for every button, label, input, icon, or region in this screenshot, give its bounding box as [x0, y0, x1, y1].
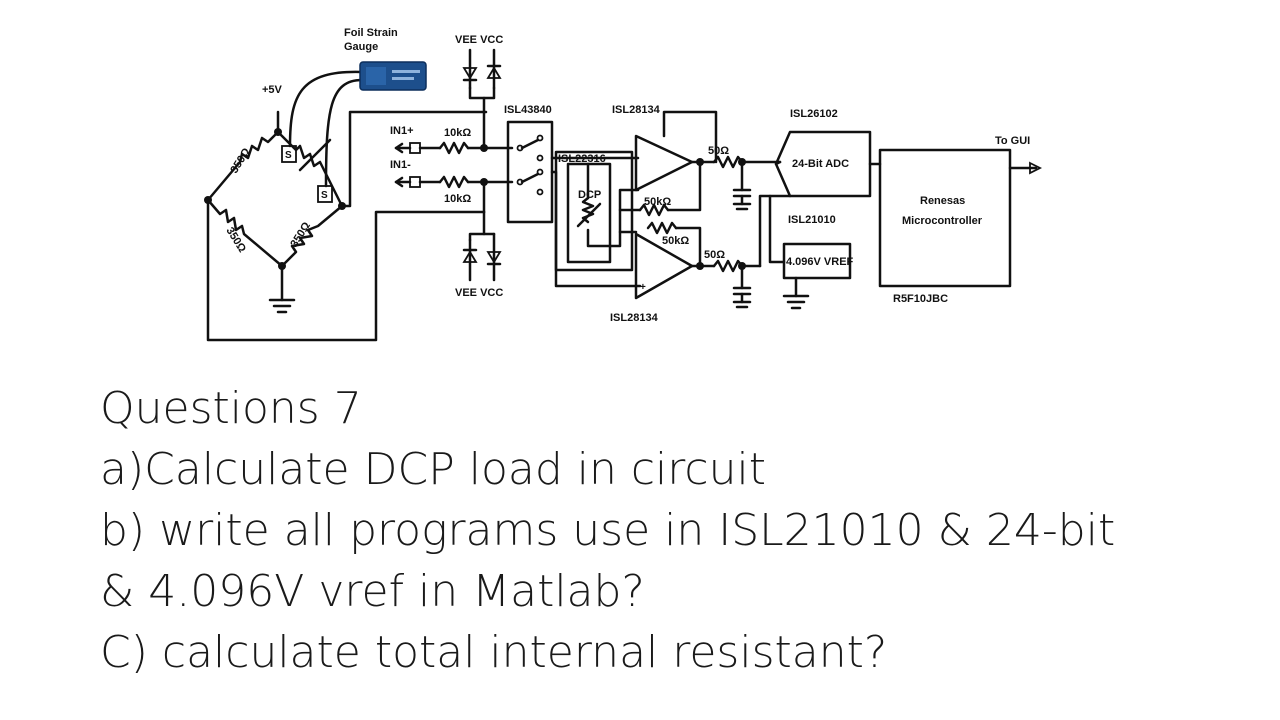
- label-isl43840: ISL43840: [504, 104, 552, 116]
- label-adc: 24-Bit ADC: [792, 158, 849, 170]
- question-b-line1: b) write all programs use in ISL21010 & …: [100, 505, 1116, 556]
- label-s1: S: [285, 150, 292, 161]
- label-50-bottom: 50Ω: [704, 249, 725, 261]
- label-in1-minus: IN1-: [390, 159, 411, 171]
- label-dcp: DCP: [578, 189, 601, 201]
- label-10k-top: 10kΩ: [444, 127, 471, 139]
- label-plus5v: +5V: [262, 84, 283, 96]
- label-vee-vcc-top: VEE VCC: [455, 34, 503, 46]
- label-to-gui: To GUI: [995, 135, 1030, 147]
- label-vref: 4.096V VREF: [786, 256, 854, 268]
- label-plus-sign: +: [640, 282, 646, 293]
- microcontroller-r5f10jbc: [878, 148, 1043, 288]
- label-isl28134-top: ISL28134: [612, 104, 661, 116]
- label-s2: S: [321, 190, 328, 201]
- op-amp-top: [618, 110, 782, 217]
- circuit-schematic: Foil Strain Gauge VEE VCC VEE VCC +5V IS…: [204, 27, 1043, 342]
- label-50-top: 50Ω: [708, 145, 729, 157]
- question-a: a)Calculate DCP load in circuit: [100, 444, 766, 495]
- vref-isl21010: [768, 194, 852, 310]
- label-microcontroller: Microcontroller: [902, 215, 983, 227]
- input-section: [394, 48, 514, 282]
- label-50k-top: 50kΩ: [644, 196, 671, 208]
- questions-heading: Questions 7: [100, 383, 362, 434]
- label-r5f10jbc: R5F10JBC: [893, 293, 948, 305]
- label-350-3: 350Ω: [288, 220, 313, 250]
- op-amp-bottom: [618, 194, 792, 309]
- label-renesas: Renesas: [920, 195, 965, 207]
- label-isl28134-bottom: ISL28134: [610, 312, 659, 324]
- label-10k-bottom: 10kΩ: [444, 193, 471, 205]
- label-350-2: 350Ω: [223, 225, 248, 255]
- adc-isl26102: [774, 130, 882, 198]
- question-c: C) calculate total internal resistant?: [100, 627, 888, 678]
- label-50k-bottom: 50kΩ: [662, 235, 689, 247]
- strain-gauge-icon: [359, 61, 427, 91]
- label-foil-strain-gauge-1: Foil Strain: [344, 27, 398, 39]
- questions-text: Questions 7 a)Calculate DCP load in circ…: [100, 378, 1260, 683]
- question-b-line2: & 4.096V vref in Matlab?: [100, 566, 645, 617]
- label-vee-vcc-bottom: VEE VCC: [455, 287, 503, 299]
- label-isl22316: ISL22316: [558, 153, 606, 165]
- label-isl26102: ISL26102: [790, 108, 838, 120]
- label-foil-strain-gauge-2: Gauge: [344, 41, 378, 53]
- label-isl21010: ISL21010: [788, 214, 836, 226]
- wheatstone-bridge: [204, 70, 488, 342]
- label-350-1: 350Ω: [228, 146, 253, 176]
- label-in1-plus: IN1+: [390, 125, 414, 137]
